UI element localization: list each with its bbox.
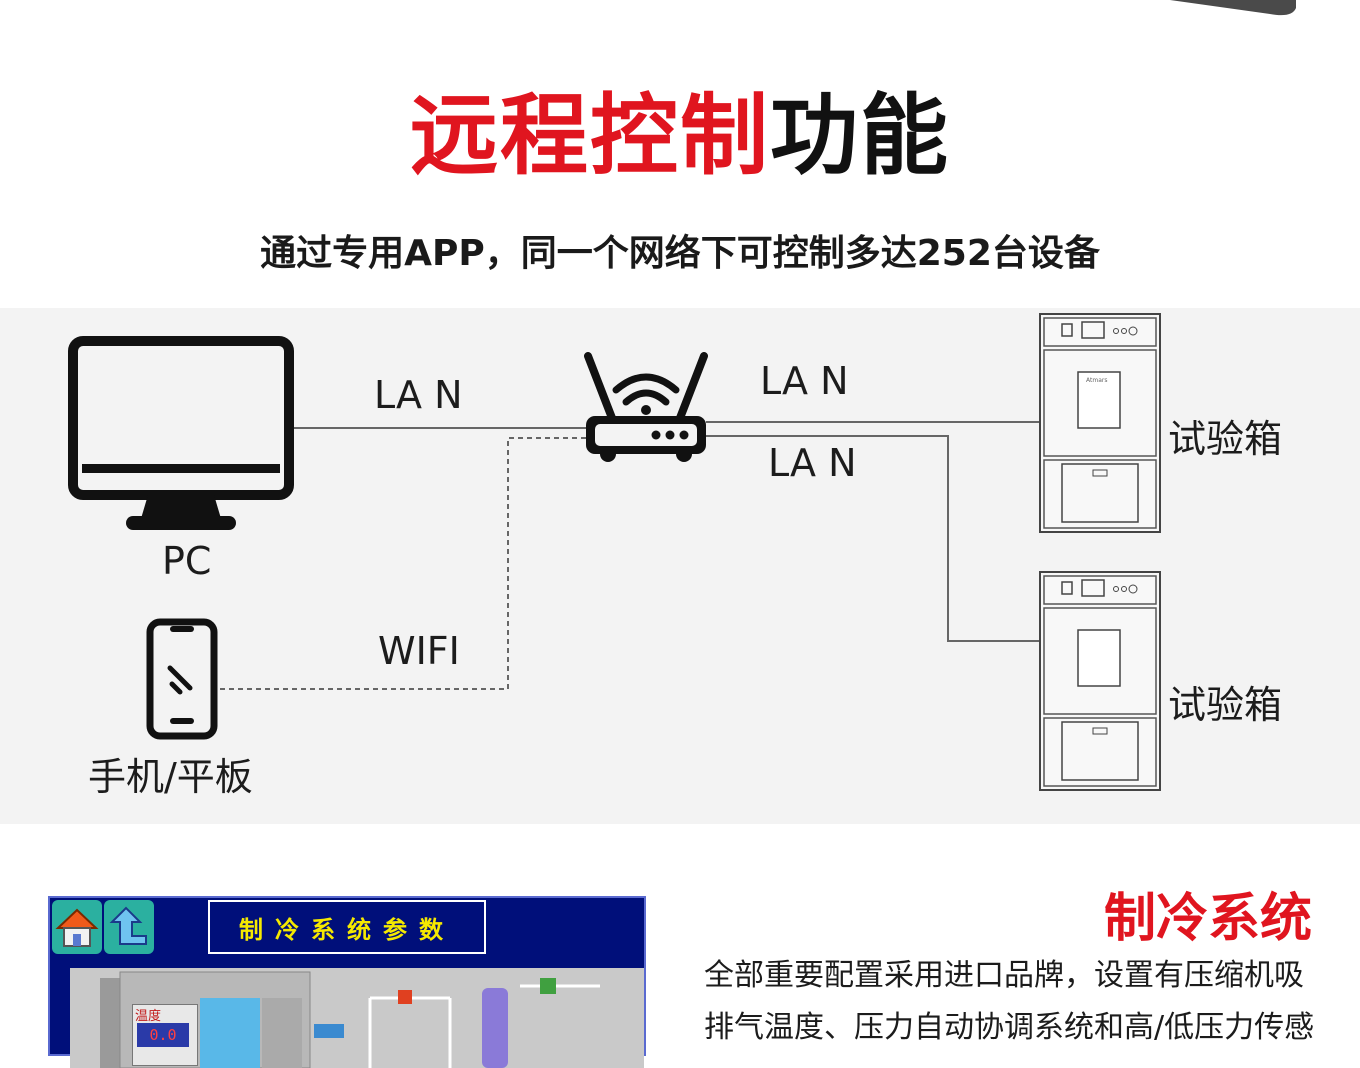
network-diagram: PC 手机/平板 LA N WIFI LA N LA N — [0, 308, 1360, 824]
refrigeration-schematic: 温度 0.0 — [70, 968, 644, 1068]
home-icon[interactable] — [52, 900, 102, 954]
refrigeration-description: 全部重要配置采用进口品牌，设置有压缩机吸排气温度、压力自动协调系统和高/低压力传… — [704, 958, 1315, 1045]
chamber-brand: Atmars — [1086, 377, 1108, 384]
pc-label: PC — [162, 539, 212, 583]
test-chamber-bottom — [1038, 570, 1162, 796]
temperature-readout: 温度 0.0 — [132, 1004, 198, 1066]
back-arrow-icon[interactable] — [104, 900, 154, 954]
temperature-label: 温度 — [135, 1009, 162, 1024]
device-edge — [1170, 0, 1300, 20]
monitor-icon — [68, 336, 294, 536]
page-title: 远程控制功能 — [0, 87, 1360, 185]
title-rest: 功能 — [770, 84, 951, 187]
wifi-label: WIFI — [378, 629, 460, 673]
hmi-title: 制冷系统参数 — [208, 900, 486, 954]
page-subtitle: 通过专用APP，同一个网络下可控制多达252台设备 — [260, 233, 1100, 274]
lan-label-router-top: LA N — [760, 359, 849, 403]
smartphone-icon — [146, 618, 218, 744]
test-chamber-top: Atmars — [1038, 312, 1162, 538]
chamber-bottom-label: 试验箱 — [1168, 683, 1283, 727]
chamber-top-label: 试验箱 — [1168, 417, 1283, 461]
refrigeration-heading: 制冷系统 — [1103, 889, 1312, 949]
phone-label: 手机/平板 — [88, 755, 253, 799]
lan-label-router-bottom: LA N — [768, 441, 857, 485]
connection-lines — [220, 421, 1040, 690]
temperature-value: 0.0 — [137, 1023, 189, 1047]
router-icon — [582, 352, 710, 472]
hmi-screen: 制冷系统参数 温度 0.0 — [48, 896, 646, 1068]
title-highlight: 远程控制 — [409, 84, 770, 187]
lan-label-pc: LA N — [374, 373, 463, 417]
